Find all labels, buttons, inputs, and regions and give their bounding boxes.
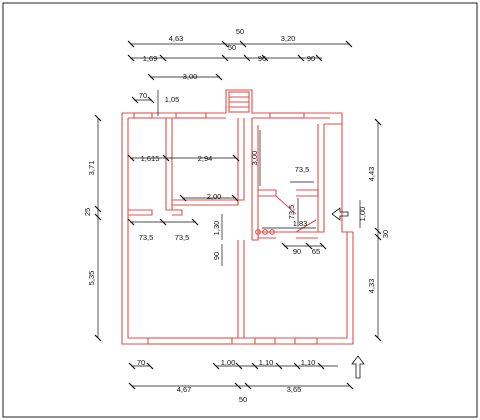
dim-right-top: 4,43 [367,167,376,182]
dim-left-bottom: 5,35 [87,271,96,286]
dim-w65: 65 [312,247,320,256]
top-dimensions: 4,63 3,20 50 50 1,69 96 90 3,00 70 1,05 [127,27,353,116]
dim-a: 1,69 [143,54,158,63]
left-dimensions: 3,71 25 5,35 [83,114,102,342]
dim-pair-left: 73,5 [139,233,154,242]
dim-right-bottom: 4,33 [367,279,376,294]
dim-f: 1,05 [165,95,180,104]
dim-w1: 1,615 [141,154,160,163]
dim-right-door: 1,00 [358,207,367,222]
dim-w70: 70 [137,358,145,367]
dim-left-mid: 25 [83,208,92,216]
left-arrow-icon [331,207,349,221]
dim-w110a: 1,10 [259,358,274,367]
dim-w90: 90 [293,247,301,256]
dim-d: 3,00 [183,72,198,81]
up-arrow-icon [351,355,365,379]
dim-top-total: 50 [236,27,244,36]
dim-w100: 1,00 [221,358,236,367]
dim-h-door: 1,30 [212,221,221,236]
dim-bottom-mid: 50 [239,395,247,404]
dim-w2: 2,94 [198,154,213,163]
bottom-dimensions: 70 1,00 1,10 1,10 4,67 3,65 50 [128,355,365,404]
dim-h-90: 90 [212,252,221,260]
walls [121,89,354,345]
dim-right-gap: 30 [381,230,390,238]
dim-left-span: 4,63 [169,34,184,43]
dim-e: 70 [139,91,147,100]
dim-h-room: 3,00 [250,151,259,166]
right-dimensions: 4,43 30 4,33 1,00 [331,118,390,342]
dim-top-mid: 50 [228,43,236,52]
dim-c: 90 [307,54,315,63]
dim-bottom-left: 4,67 [177,385,192,394]
dim-left-top: 3,71 [87,161,96,176]
dim-pair-right: 73,5 [175,233,190,242]
dim-h-bath: 73,5 [287,205,296,220]
dim-bottom-right: 3,65 [287,385,302,394]
dim-right-span: 3,20 [281,34,296,43]
dim-w-hall: 1,83 [293,219,308,228]
dim-w-bath: 73,5 [295,165,310,174]
dim-w-corr: 2,00 [207,192,222,201]
interior-dimensions: 1,615 2,94 3,00 2,00 73,5 73,5 1,83 1,30… [127,130,327,266]
dim-w110b: 1,10 [301,358,316,367]
dim-b: 96 [258,54,266,63]
